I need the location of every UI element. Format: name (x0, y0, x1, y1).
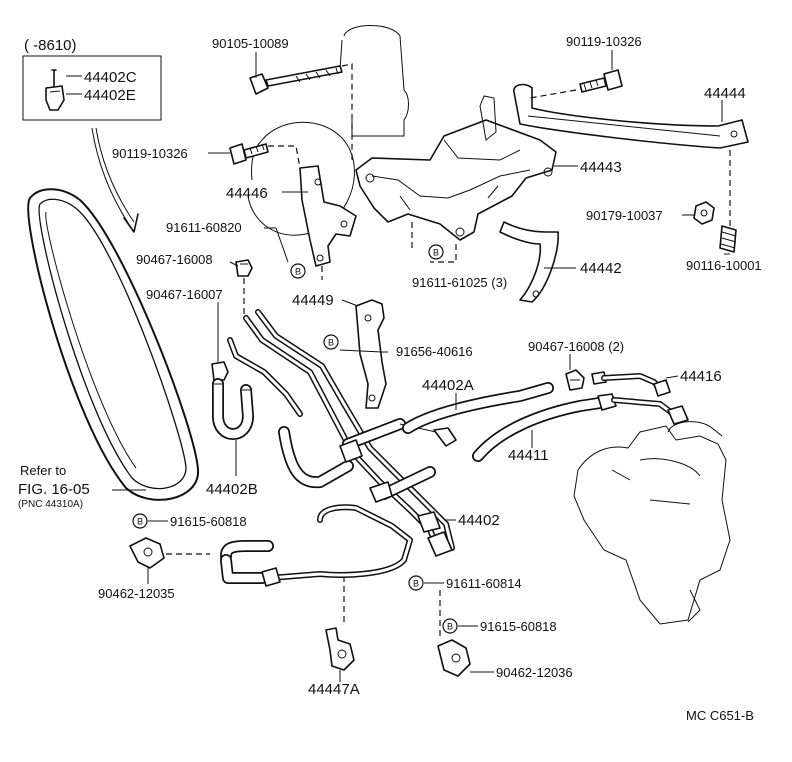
label-90179-10037: 90179-10037 (586, 208, 663, 223)
hose-44411 (472, 393, 689, 462)
clamp-90467-16008 (235, 259, 253, 316)
label-44402: 44402 (458, 512, 500, 529)
clamp-44447a (325, 576, 355, 671)
label-44411: 44411 (508, 447, 549, 464)
label-90105-10089: 90105-10089 (212, 36, 289, 51)
hose-44402b (212, 378, 254, 440)
b-mark-91611-60820: B (290, 263, 306, 279)
label-44402b: 44402B (206, 481, 258, 498)
inset-clip-icon (45, 69, 65, 111)
label-90467-16008: 90467-16008 (136, 252, 213, 267)
inset-frame (22, 55, 162, 121)
stud-90116-10001 (719, 225, 737, 253)
b-mark-91611-61025: B (428, 244, 444, 260)
pump-reservoir-outline (339, 25, 409, 137)
label-44416: 44416 (680, 368, 722, 385)
svg-text:B: B (447, 622, 453, 632)
label-91611-60814: 91611-60814 (446, 576, 522, 591)
clamp-90467-16007 (211, 361, 229, 381)
bracket-44446 (299, 165, 357, 267)
bracket-44444 (479, 83, 749, 149)
svg-text:B: B (413, 579, 419, 589)
bolt-91611-61025 (411, 222, 457, 263)
tube-assembly-44402 (220, 309, 457, 587)
clamp-90467-16008-pair (565, 369, 585, 391)
label-90467-16008-pair: 90467-16008 (2) (528, 339, 624, 354)
label-44449: 44449 (292, 292, 334, 309)
diagram-code: MC C651-B (686, 708, 754, 723)
label-44446: 44446 (226, 185, 268, 202)
label-91656-40616: 91656-40616 (396, 344, 473, 359)
label-91615-60818-right: 91615-60818 (480, 619, 557, 634)
reference-line-3: (PNC 44310A) (18, 499, 83, 510)
svg-text:B: B (295, 267, 301, 277)
clamp-90462-12036 (437, 590, 471, 677)
label-90462-12035: 90462-12035 (98, 586, 175, 601)
svg-text:B: B (328, 338, 334, 348)
svg-text:B: B (137, 517, 143, 527)
label-44444: 44444 (704, 85, 746, 102)
b-mark-91656-40616: B (323, 334, 339, 350)
part-labels: 90105-10089 90119-10326 44444 90119-1032… (98, 34, 762, 698)
engine-block-outline (573, 421, 731, 625)
svg-text:B: B (433, 248, 439, 258)
bolt-90119-10326-left (229, 143, 301, 169)
label-44442: 44442 (580, 260, 622, 277)
bracket-44449 (355, 299, 387, 409)
inset-range-label: ( -8610) (24, 37, 77, 54)
inset-part-44402c: 44402C (84, 69, 137, 86)
bracket-44442 (499, 221, 559, 303)
bolt-90105-10089 (249, 63, 353, 160)
drive-belt (27, 188, 200, 501)
label-44402a: 44402A (422, 377, 474, 394)
label-90462-12036: 90462-12036 (496, 665, 573, 680)
label-90119-10326-top: 90119-10326 (566, 34, 642, 49)
b-mark-91611-60814: B (408, 575, 424, 591)
reference-note: Refer to FIG. 16-05 (PNC 44310A) (18, 463, 146, 510)
reference-line-2: FIG. 16-05 (18, 481, 90, 498)
label-90119-10326-left: 90119-10326 (112, 146, 188, 161)
label-91611-60820: 91611-60820 (166, 220, 242, 235)
clamp-90462-12035 (129, 537, 210, 569)
b-mark-91615-60818-left: B (132, 513, 148, 529)
hose-44402a (402, 382, 554, 434)
inset-part-44402e: 44402E (84, 87, 136, 104)
label-91615-60818-left: 91615-60818 (170, 514, 247, 529)
label-91611-61025: 91611-61025 (3) (412, 275, 507, 290)
label-44447a: 44447A (308, 681, 360, 698)
b-mark-91615-60818-right: B (442, 618, 458, 634)
reference-line-1: Refer to (20, 463, 66, 478)
leader-lines (147, 50, 730, 682)
bracket-44443 (355, 119, 557, 241)
label-90467-16007: 90467-16007 (146, 287, 223, 302)
bolt-90119-10326-top (529, 69, 623, 99)
label-90116-10001: 90116-10001 (686, 258, 762, 273)
label-44443: 44443 (580, 159, 622, 176)
tube-44416 (591, 371, 671, 397)
inset-44402c-44402e: ( -8610) 44402C 44402E (22, 37, 162, 233)
nut-90179-10037 (693, 150, 731, 228)
